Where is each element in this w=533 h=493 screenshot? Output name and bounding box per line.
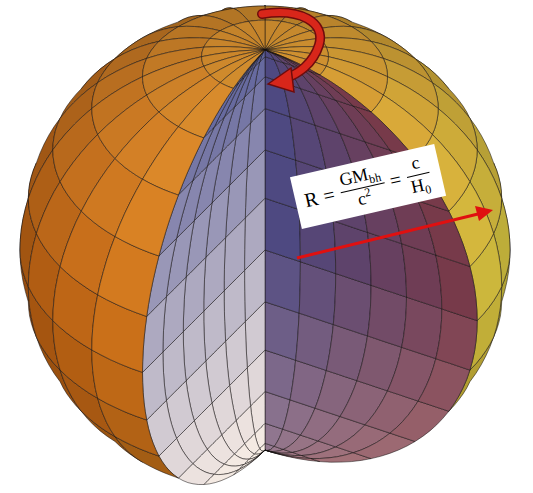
sphere-grid-cell: [178, 83, 233, 138]
formula-operator: =: [387, 167, 403, 192]
rotation-arrow: [262, 13, 320, 92]
sphere-grid-cell: [311, 72, 371, 112]
sphere-grid-cell: [418, 201, 470, 267]
sphere-grid-cell: [320, 66, 383, 112]
formula-symbol: R: [302, 187, 320, 212]
formula-index: bh: [368, 171, 383, 187]
fraction-numerator: GMbh: [336, 162, 384, 191]
fraction-denominator: c2: [354, 187, 376, 210]
formula-symbol: c: [409, 153, 421, 174]
fraction: GMbhc2: [336, 162, 389, 214]
formula-operator: =: [321, 183, 337, 208]
radius-arrow-head: [475, 206, 493, 221]
fraction-denominator: H0: [407, 174, 434, 198]
sphere-grid-cell: [115, 179, 178, 256]
rotation-arrow-head: [268, 68, 294, 92]
cutaway-sphere: [20, 5, 510, 485]
fraction: cH0: [402, 151, 434, 198]
fraction-numerator: c: [407, 153, 423, 175]
